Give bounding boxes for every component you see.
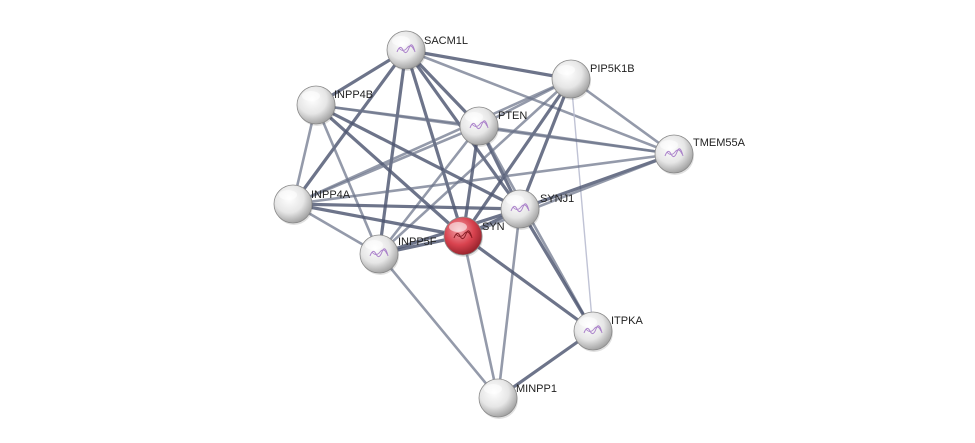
node-highlight <box>279 190 297 200</box>
protein-structure-icon <box>664 148 684 158</box>
edge-pip5k1b-synj1[interactable] <box>518 77 573 211</box>
node-sacm1l[interactable]: SACM1L <box>386 30 468 71</box>
protein-structure-icon <box>453 230 473 240</box>
node-pip5k1b[interactable]: PIP5K1B <box>551 59 635 100</box>
node-highlight <box>557 65 575 75</box>
edge-sacm1l-pip5k1b[interactable] <box>404 48 573 81</box>
node-highlight <box>392 36 410 46</box>
node-tmem55a[interactable]: TMEM55A <box>654 134 746 175</box>
edge-synj2-itpka[interactable] <box>461 234 595 333</box>
protein-structure-icon <box>396 44 416 54</box>
edge-synj2-minpp1[interactable] <box>461 234 500 400</box>
node-bubble[interactable] <box>273 184 313 224</box>
edge-pip5k1b-itpka[interactable] <box>570 78 594 332</box>
protein-structure-icon <box>469 120 489 130</box>
node-bubble[interactable] <box>386 30 426 70</box>
node-highlight <box>302 91 320 101</box>
edge-synj1-itpka[interactable] <box>518 207 595 333</box>
node-bubble[interactable] <box>459 106 499 146</box>
node-synj2[interactable]: SYN <box>443 216 505 257</box>
node-highlight <box>449 222 467 232</box>
node-label: MINPP1 <box>516 383 557 395</box>
node-inpp4a[interactable]: INPP4A <box>273 184 351 225</box>
node-bubble[interactable] <box>654 134 694 174</box>
node-label: TMEM55A <box>693 137 746 149</box>
node-label: SYNJ1 <box>540 193 574 205</box>
node-highlight <box>579 317 597 327</box>
protein-structure-icon <box>583 325 603 335</box>
node-bubble[interactable] <box>478 378 518 418</box>
node-inpp4b[interactable]: INPP4B <box>296 85 373 126</box>
node-minpp1[interactable]: MINPP1 <box>478 378 557 419</box>
edge-sacm1l-tmem55a[interactable] <box>404 48 676 156</box>
edge-synj2-tmem55a[interactable] <box>461 152 676 238</box>
protein-structure-icon <box>369 248 389 258</box>
node-bubble[interactable] <box>359 234 399 274</box>
edge-inpp4a-synj1[interactable] <box>291 202 522 211</box>
edge-inpp4b-synj1[interactable] <box>314 103 522 211</box>
nodes-layer: SACM1L PIP5K1B INPP4B PTEN TMEM55A INPP4A SYNJ… <box>273 30 746 419</box>
edge-inpp4b-inpp5f[interactable] <box>314 103 381 256</box>
node-inpp5f[interactable]: INPP5F <box>359 234 437 275</box>
node-label: INPP4A <box>311 189 351 201</box>
node-label: PIP5K1B <box>590 63 635 75</box>
edge-pten-tmem55a[interactable] <box>477 124 676 156</box>
protein-structure-icon <box>510 203 530 213</box>
node-highlight <box>506 195 524 205</box>
node-itpka[interactable]: ITPKA <box>573 311 643 352</box>
edge-inpp4a-synj2[interactable] <box>291 202 465 238</box>
node-label: SACM1L <box>424 35 468 47</box>
edge-pten-inpp4a[interactable] <box>291 124 481 206</box>
edge-inpp4b-synj2[interactable] <box>314 103 465 238</box>
edge-sacm1l-synj2[interactable] <box>404 48 465 238</box>
node-bubble[interactable] <box>296 85 336 125</box>
edge-inpp4a-tmem55a[interactable] <box>291 152 676 206</box>
node-bubble[interactable] <box>573 311 613 351</box>
node-bubble[interactable] <box>443 216 483 256</box>
edge-synj1-minpp1[interactable] <box>496 207 522 400</box>
node-label: INPP4B <box>334 89 373 101</box>
node-label: INPP5F <box>398 236 437 248</box>
node-bubble[interactable] <box>500 189 540 229</box>
edge-pten-inpp5f[interactable] <box>377 124 481 256</box>
node-highlight <box>484 384 502 394</box>
node-bubble[interactable] <box>551 59 591 99</box>
edge-pip5k1b-tmem55a[interactable] <box>569 77 676 156</box>
edge-sacm1l-inpp4a[interactable] <box>291 48 408 206</box>
node-highlight <box>365 240 383 250</box>
node-synj1[interactable]: SYNJ1 <box>500 189 574 230</box>
node-highlight <box>660 140 678 150</box>
edge-inpp5f-minpp1[interactable] <box>377 252 500 400</box>
node-label: PTEN <box>498 110 527 122</box>
node-pten[interactable]: PTEN <box>459 106 527 147</box>
node-label: ITPKA <box>611 315 643 327</box>
node-highlight <box>465 112 483 122</box>
edge-pip5k1b-synj2[interactable] <box>461 77 573 238</box>
node-label: SYN <box>482 221 505 233</box>
